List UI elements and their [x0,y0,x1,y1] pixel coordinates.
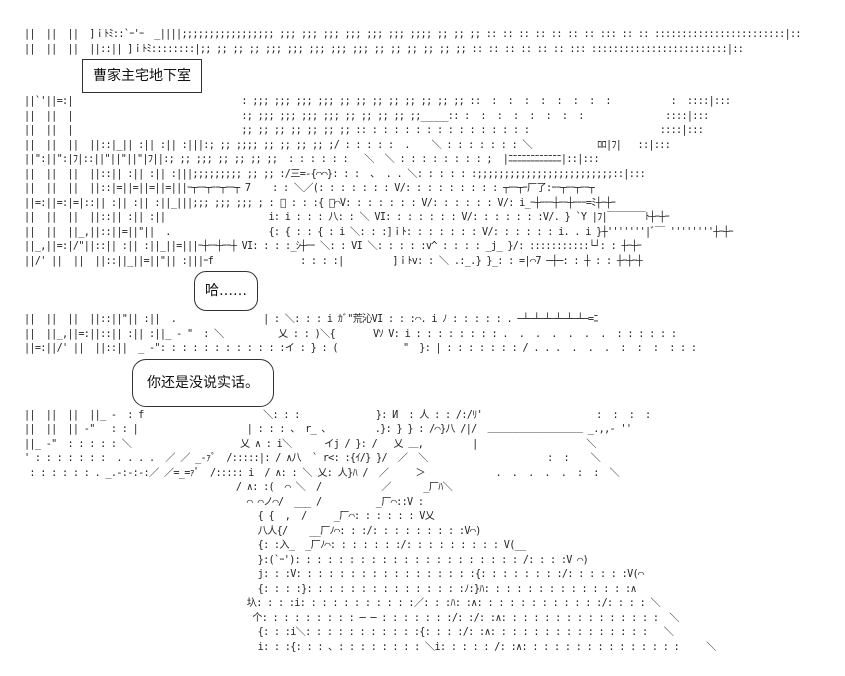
speech-text-2: 你还是没说实话。 [147,374,259,391]
art-line: || || || ||::|=||=||=||=|||ｰ┬ｰｰ┬ｰｰ┬ｰｰ┬ 7… [24,183,595,194]
art-line: || || || -" : : | | : : : 、 r_ ､ .}: } }… [24,424,632,435]
speech-text-1: 哈…… [205,283,247,299]
art-line: {: : : :}: : : : : : : : : : : : : : :ﾉ:… [24,583,637,595]
art-line: ' : : : : : : : . . . . ／ ／ _-ｧﾟ /:::::|… [24,453,601,464]
art-line: 圦: : : :i: : : : : : : : : : :／: : :ﾊ: :… [24,598,661,609]
art-line: ⌒ ⌒ノ⌒/ ___ / _厂⌒::V : [24,496,424,508]
art-line: ||_,||=:|/"||::|| :|| :||_||=|||ｰ┼ｰｰ┼ｰｰ┼… [24,241,642,252]
art-line: }:(`ｰ'): : : : : : : : : : : : : : : : :… [24,554,589,566]
art-line: 个: : : : : : : : : ─ ─ : : : : : : :/: :… [24,612,679,624]
art-line: || || | :; ;;; ;;; ;;; ;;; ;; ;; ;; ;; ;… [24,110,709,122]
caption-row: 曹家主宅地下室 [24,59,845,93]
art-line: {: : :i＼: : : : : : : : : : :{: : : :/: … [24,627,674,638]
art-line: || || || ||::||"|| :|| . | : ＼: : : i ｶﾞ… [24,314,598,325]
art-line: || || ||_,||::||=||"|| . {: { : : { : i … [24,226,734,238]
art-line: ||":||":|ﾌ|::||"||"||"|ﾌ||:; ;; ;;; ;; ;… [24,154,600,165]
art-line: j: : :V: : : : : : : : : : : : : : : : :… [24,569,644,580]
art-line: || || || ||::|| :|| :|| :|||;;;;;;;;; ;;… [24,168,646,180]
art-line: || || || ||::|| :|| :|| i: i : : : 八: : … [24,212,670,223]
location-caption: 曹家主宅地下室 [82,59,202,93]
art-line: || || | ;; ;; ;; ;; ;; ;; ;; :: : : : : … [24,125,704,136]
art-line: i: : :{: : : ､ : : : : : : : : ＼i: : : :… [24,641,717,653]
art-line: / ∧: :( ⌒ ＼ / ／ _厂ﾊ＼ [24,482,453,493]
speech-bubble-1: 哈…… [194,271,258,311]
art-line: || || || ||::|_|| :|| :|| :|||:; ;; ;;;;… [24,139,671,151]
art-line: {: :入_ _厂ﾉ⌒: : : : : : :/: : : : : : : :… [24,540,527,551]
art-line: : : : : : : . _.-:-:-:／ ／=_=ｧﾟ /::::: i … [24,467,620,479]
speech-row-1: 哈…… [24,271,845,311]
art-line: { { , / _厂⌒: : : : : : V乂 [24,511,435,522]
art-line: || || || ]ｉﾄﾐ::`ｰ'ｰ _||||;;;;;;;;;;;;;;;… [24,29,802,40]
speech-bubble-2: 你还是没说实话。 [132,358,274,407]
art-line: || || || ||::|| ]ｉﾄﾐ::::::::|;; ;; ;; ;;… [24,43,744,55]
caption-text: 曹家主宅地下室 [93,68,191,84]
art-line: ||=:||=:|=|::|| :|| :|| :||_|||;;; ;;; ;… [24,197,616,209]
art-line: ||`'||=:| : ;;; ;;; ;;; ;;; ;; ;; ;; ;; … [24,96,731,107]
ascii-art-scene: || || || ]ｉﾄﾐ::`ｰ'ｰ _||||;;;;;;;;;;;;;;;… [24,29,845,653]
art-line: || ||_,||=:||::|| :|| :||_ - " : ＼ 乂 : :… [24,328,677,340]
speech-row-2: 你还是没说实话。 [24,358,845,407]
art-line: ||/' || || ||::||_||=||"|| :|||ｰf : : : … [24,255,643,267]
art-line: ||=:||/' || ||::|| _ -": : : : : : : : :… [24,343,697,354]
art-line: ||_ -" : : : : : ＼ 乂 ∧ : i＼ イj / }: / 乂 … [24,438,596,450]
art-line: 八人{/ __厂ﾉ⌒: : :/: : : : : : : : :V⌒) [24,525,482,537]
art-line: || || || ||_ - : f ＼: : : }: И : 人 : : /… [24,409,651,421]
